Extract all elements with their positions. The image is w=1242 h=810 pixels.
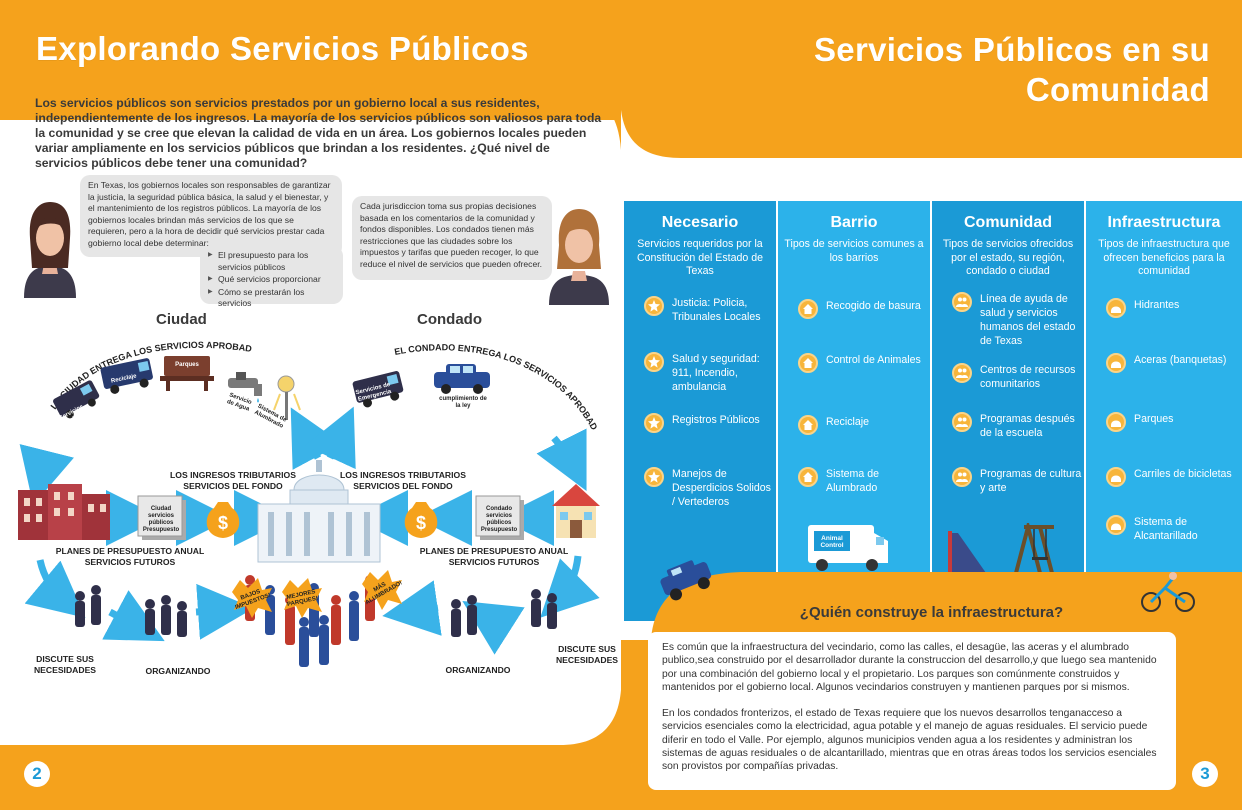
left-page-title: Explorando Servicios Públicos	[36, 30, 529, 67]
park-bench-icon	[160, 356, 214, 391]
list-item: El presupuesto para los servicios públic…	[208, 250, 335, 273]
organizando-left-label: ORGANIZANDO	[145, 666, 211, 676]
protest-sign-mejores-parques	[282, 578, 322, 618]
police-car-icon	[434, 364, 490, 394]
money-bag-icon: $	[206, 502, 240, 538]
cyclist-icon	[1141, 572, 1195, 612]
bench-label-parques: Parques	[175, 362, 199, 368]
discute-left-label: DISCUTE SUS NECESIDADES	[33, 654, 97, 675]
star-icon	[644, 352, 664, 372]
dome-icon	[1106, 412, 1126, 432]
infrastructure-text-box: Es común que la infraestructura del veci…	[648, 632, 1176, 790]
ingresos-right-label: LOS INGRESOS TRIBUTARIOS SERVICIOS DEL F…	[340, 470, 466, 491]
services-cycle-diagram: LA CIUDAD ENTREGA LOS SERVICIOS APROBADO…	[0, 0, 600, 667]
playground-icon	[948, 523, 1054, 574]
infrastructure-heading: ¿Quién construye la infraestructura?	[799, 604, 1064, 621]
people-icon	[952, 412, 972, 432]
intro-paragraph: Los servicios públicos son servicios pre…	[35, 96, 602, 170]
discute-right-label: DISCUTE SUS NECESIDADES	[555, 644, 619, 665]
woman-avatar-icon	[549, 209, 609, 305]
svg-text:$: $	[218, 513, 228, 533]
infrastructure-paragraph-1: Es común que la infraestructura del veci…	[662, 642, 1157, 693]
left-header-curve	[0, 0, 621, 150]
right-title-line-2: Comunidad	[1025, 71, 1210, 108]
recycling-truck-icon	[100, 358, 153, 394]
ciudad-arc-label: LA CIUDAD ENTREGA LOS SERVICIOS APROBADO…	[0, 0, 253, 411]
budget-document-icon	[475, 495, 524, 540]
street-light-icon	[273, 375, 301, 420]
house-icon	[798, 353, 818, 373]
infrastructure-paragraph-2: En los condados fronterizos, el estado d…	[662, 708, 1157, 773]
column-title: Barrio	[830, 214, 878, 231]
organizando-right-label: ORGANIZANDO	[445, 665, 511, 675]
list-item: Qué servicios proporcionar	[208, 274, 335, 286]
animal-control-label: Animal Control	[820, 535, 844, 549]
water-faucet-icon	[228, 372, 262, 403]
people-icon	[952, 467, 972, 487]
woman-avatar-icon	[24, 202, 76, 298]
speech-bubble-right: Cada jurisdiccion toma sus propias decis…	[352, 196, 552, 280]
dome-icon	[1106, 515, 1126, 535]
animal-control-van-icon	[808, 525, 888, 571]
left-footer-band	[0, 690, 621, 810]
money-bag-icon: $	[404, 502, 438, 538]
speech-bubble-list: El presupuesto para los servicios públic…	[200, 246, 343, 308]
dome-icon	[1106, 298, 1126, 318]
house-icon	[798, 467, 818, 487]
planes-right-label: PLANES DE PRESUPUESTO ANUAL SERVICIOS FU…	[419, 546, 569, 567]
list-item: Cómo se prestarán los servicios	[208, 287, 335, 310]
right-title-line-1: Servicios Públicos en su	[813, 31, 1210, 68]
column-infraestructura: Infraestructura Tipos de infraestructura…	[1086, 201, 1242, 621]
column-comunidad: Comunidad Tipos de servicios ofrecidos p…	[932, 201, 1084, 621]
jeep-icon	[660, 560, 712, 601]
people-icon	[952, 363, 972, 383]
right-header-curve	[621, 0, 1242, 158]
people-icon	[952, 292, 972, 312]
column-description: Tipos de servicios comunes a los barrios	[784, 238, 924, 264]
budget-document-icon	[137, 495, 186, 540]
condado-heading: Condado	[417, 311, 482, 328]
right-page-title: Servicios Públicos en su Comunidad	[720, 30, 1210, 110]
protest-sign-bajos-impuestos	[232, 578, 272, 618]
star-icon	[644, 467, 664, 487]
column-title: Infraestructura	[1107, 214, 1221, 231]
ingresos-left-label: LOS INGRESOS TRIBUTARIOS SERVICIOS DEL F…	[170, 470, 296, 491]
page-number-left: 2	[24, 761, 50, 787]
house-icon	[798, 299, 818, 319]
dome-icon	[1106, 353, 1126, 373]
column-description: Tipos de infraestructura que ofrecen ben…	[1098, 238, 1230, 278]
page-number-right: 3	[1192, 761, 1218, 787]
ciudad-budget-doc-label: Ciudad servicios públicos Presupuesto	[142, 506, 180, 533]
protest-sign-mas-alumbrado	[362, 570, 402, 610]
police-label: cumplimiento de la ley	[439, 396, 487, 409]
star-icon	[644, 296, 664, 316]
speech-bubble-left: En Texas, los gobiernos locales son resp…	[80, 175, 342, 257]
emergency-truck-icon	[53, 380, 100, 419]
ciudad-heading: Ciudad	[156, 311, 207, 328]
city-buildings-icon	[18, 484, 110, 540]
svg-text:$: $	[416, 513, 426, 533]
capitol-building-icon	[257, 460, 381, 563]
house-icon	[798, 415, 818, 435]
planes-left-label: PLANES DE PRESUPUESTO ANUAL SERVICIOS FU…	[55, 546, 205, 567]
dome-icon	[1106, 467, 1126, 487]
column-necesario: Necesario Servicios requeridos por la Co…	[624, 201, 776, 621]
flow-arrows	[19, 406, 600, 655]
column-description: Servicios requeridos por la Constitución…	[636, 238, 764, 278]
house-icon	[552, 484, 600, 538]
emergency-truck-icon	[352, 371, 404, 408]
column-barrio: Barrio Tipos de servicios comunes a los …	[778, 201, 930, 621]
condado-budget-doc-label: Condado servicios públicos Presupuesto	[480, 506, 518, 533]
star-icon	[644, 413, 664, 433]
column-title: Necesario	[661, 214, 739, 231]
column-title: Comunidad	[964, 214, 1052, 231]
column-description: Tipos de servicios ofrecidos por el esta…	[942, 238, 1074, 278]
